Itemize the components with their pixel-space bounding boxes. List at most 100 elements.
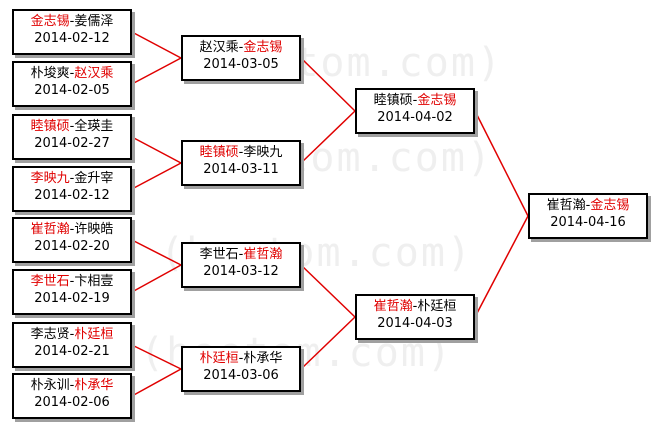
name-separator: - <box>238 351 244 366</box>
match-players: 朴埈爽-赵汉乘 <box>14 65 130 82</box>
loser-name: 姜儒泽 <box>74 14 114 29</box>
winner-name: 崔哲瀚 <box>373 299 413 314</box>
winner-name: 崔哲瀚 <box>243 247 283 262</box>
loser-name: 朴廷桓 <box>417 299 457 314</box>
loser-name: 崔哲瀚 <box>546 198 586 213</box>
connector-line <box>474 215 529 318</box>
loser-name: 朴永训 <box>30 378 70 393</box>
match-players: 崔哲瀚-朴廷桓 <box>357 298 473 315</box>
name-separator: - <box>69 378 75 393</box>
match-date: 2014-02-27 <box>34 136 110 151</box>
loser-name: 赵汉乘 <box>199 40 239 55</box>
name-separator: - <box>69 66 75 81</box>
match-players: 金志锡-姜儒泽 <box>14 13 130 30</box>
loser-name: 李世石 <box>199 247 239 262</box>
name-separator: - <box>238 145 244 160</box>
match-date: 2014-03-12 <box>203 264 279 279</box>
connector-line <box>131 57 182 85</box>
connector-line <box>300 110 356 164</box>
connector-line <box>131 162 182 190</box>
connector-line <box>131 264 182 293</box>
name-separator: - <box>69 327 75 342</box>
winner-name: 睦镇硕 <box>199 145 239 160</box>
match-players: 赵汉乘-金志锡 <box>183 39 299 56</box>
loser-name: 李映九 <box>243 145 283 160</box>
name-separator: - <box>69 222 75 237</box>
match-players: 睦镇硕-全瑛圭 <box>14 118 130 135</box>
connector-line <box>474 110 529 217</box>
winner-name: 李映九 <box>30 171 70 186</box>
match-date: 2014-04-03 <box>377 316 453 331</box>
connector-line <box>131 239 182 266</box>
match-date: 2014-02-12 <box>34 31 110 46</box>
winner-name: 睦镇硕 <box>30 119 70 134</box>
connector-line <box>131 368 182 397</box>
winner-name: 金志锡 <box>243 40 283 55</box>
match-players: 李映九-金升宰 <box>14 170 130 187</box>
connector-line <box>131 31 182 59</box>
connector-line <box>300 57 356 112</box>
match-date: 2014-02-19 <box>34 291 110 306</box>
match-date: 2014-03-11 <box>203 162 279 177</box>
match-players: 朴永训-朴承华 <box>14 377 130 394</box>
loser-name: 李志贤 <box>30 327 70 342</box>
name-separator: - <box>69 14 75 29</box>
connector-line <box>131 344 182 370</box>
winner-name: 崔哲瀚 <box>30 222 70 237</box>
loser-name: 卞相壹 <box>74 274 114 289</box>
name-separator: - <box>69 119 75 134</box>
match-date: 2014-04-02 <box>377 110 453 125</box>
connector-line <box>131 136 182 164</box>
name-separator: - <box>69 274 75 289</box>
match-players: 崔哲瀚-金志锡 <box>530 197 646 214</box>
match-players: 李世石-卞相壹 <box>14 273 130 290</box>
match-players: 崔哲瀚-许映皓 <box>14 221 130 238</box>
match-date: 2014-04-16 <box>550 215 626 230</box>
winner-name: 朴廷桓 <box>199 351 239 366</box>
loser-name: 朴埈爽 <box>30 66 70 81</box>
loser-name: 金升宰 <box>74 171 114 186</box>
name-separator: - <box>412 93 418 108</box>
match-players: 睦镇硕-金志锡 <box>357 92 473 109</box>
match-players: 睦镇硕-李映九 <box>183 144 299 161</box>
winner-name: 赵汉乘 <box>74 66 114 81</box>
match-date: 2014-02-12 <box>34 188 110 203</box>
loser-name: 全瑛圭 <box>74 119 114 134</box>
match-players: 李世石-崔哲瀚 <box>183 246 299 263</box>
match-players: 李志贤-朴廷桓 <box>14 326 130 343</box>
name-separator: - <box>69 171 75 186</box>
winner-name: 金志锡 <box>30 14 70 29</box>
connector-line <box>300 264 356 318</box>
match-date: 2014-02-20 <box>34 239 110 254</box>
loser-name: 朴承华 <box>243 351 283 366</box>
winner-name: 朴廷桓 <box>74 327 114 342</box>
winner-name: 金志锡 <box>590 198 630 213</box>
winner-name: 李世石 <box>30 274 70 289</box>
match-date: 2014-02-05 <box>34 83 110 98</box>
match-date: 2014-03-05 <box>203 57 279 72</box>
winner-name: 朴承华 <box>74 378 114 393</box>
match-players: 朴廷桓-朴承华 <box>183 350 299 367</box>
name-separator: - <box>238 247 244 262</box>
winner-name: 金志锡 <box>417 93 457 108</box>
match-date: 2014-02-21 <box>34 344 110 359</box>
match-date: 2014-02-06 <box>34 395 110 410</box>
loser-name: 睦镇硕 <box>373 93 413 108</box>
name-separator: - <box>585 198 591 213</box>
name-separator: - <box>238 40 244 55</box>
